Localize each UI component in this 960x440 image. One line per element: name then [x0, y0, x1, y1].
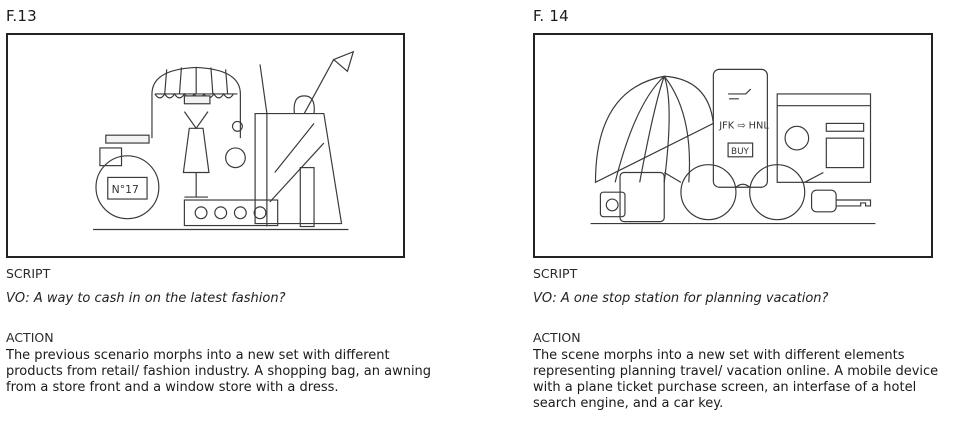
script-label: SCRIPT [533, 266, 578, 281]
sunglasses-right [749, 164, 806, 221]
phone-shape [712, 68, 768, 188]
illustration-panel: N°17 [6, 33, 405, 258]
fashion-illustration: N°17 [93, 50, 355, 231]
script-label: SCRIPT [6, 266, 51, 281]
shopping-bag [254, 112, 343, 225]
action-label: ACTION [6, 330, 54, 345]
register-box [183, 199, 279, 227]
voiceover-line: VO: A one stop station for planning vaca… [533, 291, 829, 306]
illustration-panel: JFK ⇨ HNL BUY [533, 33, 933, 258]
action-description: The previous scenario morphs into a new … [6, 348, 432, 395]
camera [599, 191, 626, 218]
umbrella-shape [594, 75, 714, 184]
dress-shape [182, 111, 210, 174]
frame-number: F. 14 [533, 7, 569, 25]
frame-number: F.13 [6, 7, 37, 25]
action-description: The scene morphs into a new set with dif… [533, 348, 939, 411]
route-text: JFK ⇨ HNL [718, 120, 769, 131]
travel-illustration: JFK ⇨ HNL BUY [590, 68, 876, 225]
buy-label: BUY [731, 147, 750, 157]
suitcase [619, 171, 665, 223]
awning-shape [151, 66, 241, 139]
sunglasses-left [680, 164, 737, 221]
scale-text: N°17 [112, 183, 139, 196]
action-label: ACTION [533, 330, 581, 345]
car-key [810, 189, 837, 213]
voiceover-line: VO: A way to cash in on the latest fashi… [6, 291, 286, 306]
browser-window [776, 93, 872, 183]
round-sign [95, 155, 160, 220]
